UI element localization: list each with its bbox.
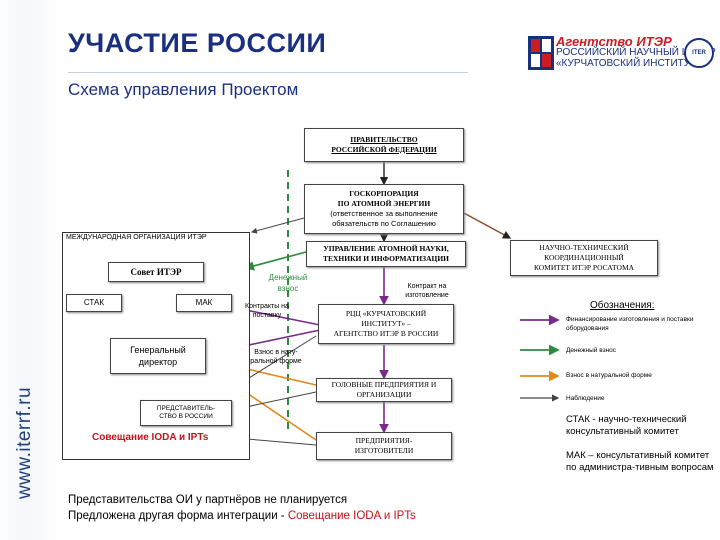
legend-item-green: Денежный взнос	[566, 347, 617, 354]
council-label: Совет ИТЭР	[130, 267, 182, 277]
rosatom-line3: (ответственное за выполнение	[330, 209, 438, 218]
rosatom-line4: обязательств по Соглашению	[332, 219, 436, 228]
label-inkind-2: ральной форме	[250, 358, 302, 365]
label-contracts-1: Контракты на	[245, 303, 289, 310]
footer-line2-prefix: Предложена другая форма интеграции -	[68, 510, 288, 522]
rdc-line3: АГЕНТСТВО ИТЭР В РОССИИ	[333, 329, 439, 338]
label-contract-mfg-1: Контракт на	[407, 283, 447, 290]
label-cash: Денежный взнос	[258, 272, 318, 294]
page-title: УЧАСТИЕ РОССИИ	[68, 28, 327, 58]
label-contract-mfg-2: изготовление	[405, 292, 449, 299]
dg-line2: директор	[138, 357, 178, 367]
footer-line1: Представительства ОИ у партнёров не план…	[68, 494, 348, 506]
label-contract-mfg: Контракт на изготовление	[396, 282, 458, 300]
logo-line1: Агентство ИТЭР	[556, 34, 672, 49]
label-contracts: Контракты на поставку	[236, 302, 298, 320]
headorg-line2: ОРГАНИЗАЦИИ	[356, 390, 412, 399]
footer-line2: Предложена другая форма интеграции - Сов…	[68, 510, 416, 522]
rfrep-line1: ПРЕДСТАВИТЕЛЬ-	[156, 405, 216, 412]
mak-label: МАК	[195, 298, 213, 307]
box-stak: СТАК	[66, 294, 122, 312]
intl-org-label: МЕЖДУНАРОДНАЯ ОРГАНИЗАЦИЯ ИТЭР	[66, 234, 207, 241]
box-mak: МАК	[176, 294, 232, 312]
ntc-line3: КОМИТЕТ ИТЭР РОСАТОМА	[533, 263, 635, 272]
legend-item-purple: Финансирование изготовления и поставки о…	[566, 316, 694, 332]
box-ntc: НАУЧНО-ТЕХНИЧЕСКИЙ КООРДИНАЦИОННЫЙ КОМИТ…	[510, 240, 658, 276]
headorg-line1: ГОЛОВНЫЕ ПРЕДПРИЯТИЯ И	[331, 380, 437, 389]
government-line2: РОССИЙСКОЙ ФЕДЕРАЦИИ	[331, 145, 437, 154]
box-director-general: Генеральный директор	[110, 338, 206, 374]
label-cash-2: взнос	[277, 284, 299, 293]
rfrep-line2: СТВО В РОССИИ	[159, 413, 213, 420]
sidebar	[0, 0, 58, 540]
title-divider	[68, 72, 468, 73]
box-head-orgs: ГОЛОВНЫЕ ПРЕДПРИЯТИЯ И ОРГАНИЗАЦИИ	[316, 378, 452, 402]
logo-text: Агентство ИТЭР РОССИЙСКИЙ НАУЧНЫЙ ЦЕНТР …	[556, 34, 716, 69]
logo-badge: ITER	[684, 38, 714, 68]
footer-line2-highlight: Совещание IODA и IPTs	[287, 510, 416, 522]
ioda-meeting-label: Совещание IODA и IPTs	[92, 432, 209, 443]
label-contracts-2: поставку	[252, 312, 282, 319]
government-line1: ПРАВИТЕЛЬСТВО	[350, 135, 418, 144]
logo-line2: РОССИЙСКИЙ НАУЧНЫЙ ЦЕНТР	[556, 47, 716, 58]
box-council: Совет ИТЭР	[108, 262, 204, 282]
legend-item-orange: Взнос в натуральной форме	[566, 372, 652, 379]
ntc-line2: КООРДИНАЦИОННЫЙ	[544, 253, 624, 262]
box-rf-representation: ПРЕДСТАВИТЕЛЬ- СТВО В РОССИИ	[140, 400, 232, 426]
label-inkind-1: Взнос в нату-	[254, 349, 298, 356]
box-rosatom: ГОСКОРПОРАЦИЯ ПО АТОМНОЙ ЭНЕРГИИ (ответс…	[304, 184, 464, 234]
mfg-line2: ИЗГОТОВИТЕЛИ	[354, 446, 414, 455]
rdc-line1: РЦЦ «КУРЧАТОВСКИЙ	[345, 309, 427, 318]
box-rdc: РЦЦ «КУРЧАТОВСКИЙ ИНСТИТУТ» – АГЕНТСТВО …	[318, 304, 454, 344]
rosatom-line1: ГОСКОРПОРАЦИЯ	[349, 189, 419, 198]
note-mak: МАК – консультативный комитет по админис…	[566, 450, 714, 473]
page-subtitle: Схема управления Проектом	[68, 80, 299, 99]
label-inkind: Взнос в нату- ральной форме	[246, 348, 306, 366]
ntc-line1: НАУЧНО-ТЕХНИЧЕСКИЙ	[539, 243, 629, 252]
science-line2: ТЕХНИКИ И ИНФОРМАТИЗАЦИИ	[323, 254, 449, 263]
rdc-line2: ИНСТИТУТ» –	[361, 319, 411, 328]
legend-item-gray: Наблюдение	[566, 395, 605, 402]
logo-line3: «КУРЧАТОВСКИЙ ИНСТИТУТ»	[556, 58, 702, 69]
stak-label: СТАК	[83, 298, 105, 307]
rosatom-line2: ПО АТОМНОЙ ЭНЕРГИИ	[337, 199, 431, 208]
dg-line1: Генеральный	[130, 345, 186, 355]
science-line1: УПРАВЛЕНИЕ АТОМНОЙ НАУКИ,	[323, 244, 449, 253]
box-manufacturers: ПРЕДПРИЯТИЯ- ИЗГОТОВИТЕЛИ	[316, 432, 452, 460]
mfg-line1: ПРЕДПРИЯТИЯ-	[355, 436, 413, 445]
box-government: ПРАВИТЕЛЬСТВО РОССИЙСКОЙ ФЕДЕРАЦИИ	[304, 128, 464, 162]
legend-title: Обозначения:	[590, 300, 655, 311]
note-stak: СТАК - научно-технический консультативны…	[566, 414, 687, 437]
box-science-dept: УПРАВЛЕНИЕ АТОМНОЙ НАУКИ, ТЕХНИКИ И ИНФО…	[306, 241, 466, 267]
label-cash-1: Денежный	[268, 273, 308, 282]
iter-logo-icon	[528, 36, 554, 70]
